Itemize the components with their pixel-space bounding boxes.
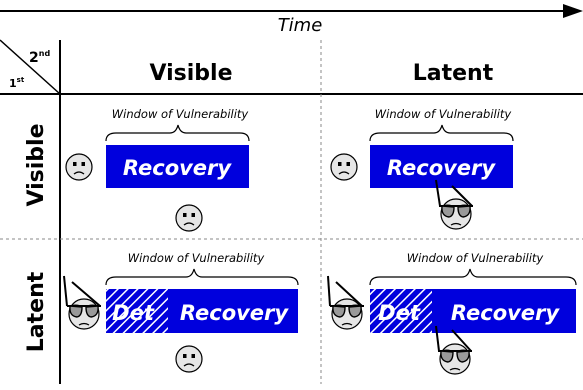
sunglasses-face-icon: [437, 343, 473, 375]
detection-bar: [370, 289, 432, 333]
recovery-bar: [106, 145, 249, 188]
cell-visible-visible: Window of Vulnerability Recovery: [65, 107, 250, 232]
corner-diagonal: [0, 39, 61, 95]
recovery-label: Recovery: [387, 156, 497, 180]
row-header-visible: Visible: [24, 123, 49, 206]
corner-second-label: 2nd: [29, 49, 50, 66]
window-label: Window of Vulnerability: [407, 251, 544, 265]
window-brace: [369, 268, 577, 286]
window-brace: [105, 124, 250, 142]
frown-face-icon: [65, 153, 93, 181]
window-label: Window of Vulnerability: [375, 107, 512, 121]
frown-face-icon: [175, 345, 203, 373]
cell-visible-latent: Window of Vulnerability Recovery: [330, 107, 514, 230]
recovery-bar: [432, 289, 576, 333]
window-brace: [105, 268, 299, 286]
sunglasses-face-icon: [438, 198, 474, 230]
recovery-label: Recovery: [123, 156, 233, 180]
recovery-bar: [370, 145, 513, 188]
detection-label: Det: [112, 301, 155, 325]
window-label: Window of Vulnerability: [112, 107, 249, 121]
time-arrow-head: [563, 4, 583, 18]
detection-bar: [106, 289, 168, 333]
window-brace: [369, 124, 514, 142]
recovery-bar: [168, 289, 298, 333]
corner-first-label: 1st: [9, 76, 25, 90]
column-header-latent: Latent: [413, 61, 494, 86]
column-header-visible: Visible: [149, 61, 232, 86]
cell-latent-latent: Window of Vulnerability Det Recovery: [327, 251, 577, 375]
row-header-latent: Latent: [24, 271, 49, 352]
window-label: Window of Vulnerability: [128, 251, 265, 265]
recovery-label: Recovery: [180, 301, 290, 325]
frown-face-icon: [330, 153, 358, 181]
cell-latent-visible: Window of Vulnerability Det Recovery: [63, 251, 299, 373]
recovery-label: Recovery: [451, 301, 561, 325]
detection-label: Det: [378, 301, 421, 325]
frown-face-icon: [175, 204, 203, 232]
time-label: Time: [278, 15, 323, 36]
